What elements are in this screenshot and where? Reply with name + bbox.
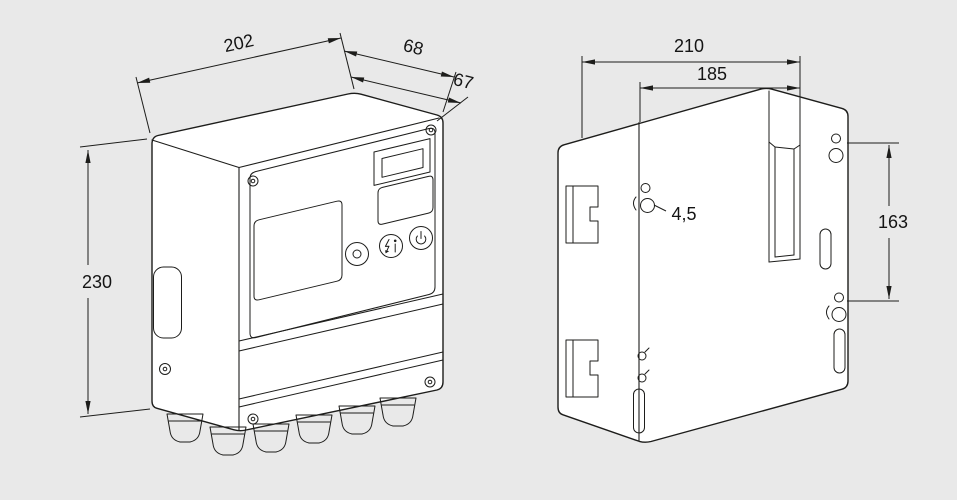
mounting-channel: [768, 90, 801, 263]
dot-icon: [352, 249, 362, 259]
cable-gland: [209, 426, 247, 456]
extension-line: [135, 76, 151, 134]
front-panel-outline: [249, 127, 436, 339]
vent-slot: [833, 328, 846, 374]
extension-line: [79, 138, 148, 148]
cable-gland: [338, 405, 376, 435]
info-button: [379, 234, 403, 258]
housing-outline: [151, 92, 444, 432]
side-label-window: [153, 266, 182, 339]
dim-line-depth-front: [350, 76, 462, 104]
cover-seam-line: [238, 359, 444, 408]
vent-slot: [633, 388, 645, 434]
clip-eye: [637, 351, 647, 361]
retainer-hook: [633, 196, 637, 211]
channel-bevel: [768, 141, 776, 148]
corner-screw-center: [250, 178, 256, 184]
corner-screw-center: [427, 379, 433, 385]
corner-screw: [425, 124, 437, 136]
retainer-clips: [637, 347, 650, 383]
hinge-upper: [565, 185, 599, 244]
cable-gland: [379, 397, 417, 427]
mounting-keyhole-bottom-right: [826, 292, 847, 322]
flash-glyph-tip: [385, 250, 390, 254]
dim-depth-top-label: 68: [401, 35, 425, 59]
cable-gland: [166, 413, 204, 443]
clip-tail: [644, 369, 650, 375]
channel-bevel: [793, 144, 801, 150]
mounting-keyhole-top-right: [828, 133, 844, 163]
clip-eye: [637, 373, 647, 383]
hinge-lower: [565, 339, 599, 398]
rear-view: [557, 87, 849, 443]
hole-diameter-label: 4,5: [671, 204, 696, 224]
cover-seam-line: [238, 303, 444, 352]
top-front-fold-line: [238, 117, 440, 169]
corner-screw: [247, 175, 259, 187]
keyhole-large-circle: [831, 307, 847, 322]
dim-height-label: 230: [82, 272, 112, 292]
extension-line: [79, 408, 151, 418]
dim-hole-span-height-label: 163: [878, 212, 908, 232]
side-screw: [159, 363, 171, 375]
cover-seam-line: [238, 351, 444, 400]
info-dot: [393, 239, 397, 243]
dim-rear-width-label: 210: [674, 36, 704, 56]
vent-slots: [633, 228, 846, 434]
power-button: [409, 226, 433, 250]
flash-glyph: [384, 239, 390, 254]
top-side-fold-line: [151, 139, 240, 169]
display-window-screen: [381, 148, 424, 178]
keyhole-small-circle: [834, 292, 844, 303]
cable-gland: [295, 414, 333, 444]
power-icon: [415, 231, 427, 245]
front-view-dimensions: 202 68 67 230: [79, 30, 475, 418]
corner-screw-center: [250, 416, 256, 422]
channel-floor-top: [774, 146, 795, 150]
cover-seam-lines: [238, 293, 444, 408]
corner-screw-center: [428, 127, 434, 133]
rear-housing-outline: [557, 87, 849, 443]
leader-line: [653, 204, 667, 212]
corner-screw: [247, 413, 259, 425]
clip-tail: [644, 347, 650, 353]
hinge-body: [565, 339, 599, 398]
lcd-display: [253, 200, 343, 301]
extension-line: [436, 96, 469, 122]
dim-depth-front-label: 67: [451, 69, 475, 93]
cable-gland: [252, 423, 290, 453]
front-isometric-view: [151, 92, 444, 456]
dim-line-width: [136, 37, 342, 84]
keyhole-large-circle: [828, 148, 844, 163]
retainer-hook: [826, 305, 830, 320]
dim-line-depth-top: [343, 50, 455, 78]
keyhole-small-circle: [640, 183, 651, 193]
display-window-frame: [373, 138, 431, 186]
channel-floor-bottom: [774, 254, 795, 258]
cable-glands: [166, 397, 417, 456]
cover-screws: [247, 124, 437, 425]
hinge-body: [565, 185, 599, 244]
label-window: [377, 175, 434, 225]
corner-screw: [424, 376, 436, 388]
side-face-details: [153, 266, 182, 375]
keyhole-small-circle: [831, 133, 841, 144]
dim-hole-span-width-label: 185: [697, 64, 727, 84]
channel-bottom: [768, 258, 801, 263]
rear-view-dimensions: 210 185 163 4,5: [581, 36, 908, 302]
reset-button: [345, 242, 369, 266]
flash-info-icon: [384, 239, 397, 254]
vent-slot: [819, 228, 832, 270]
power-arc: [415, 235, 427, 245]
side-screw-center: [162, 366, 168, 372]
front-control-panel: [249, 127, 436, 339]
